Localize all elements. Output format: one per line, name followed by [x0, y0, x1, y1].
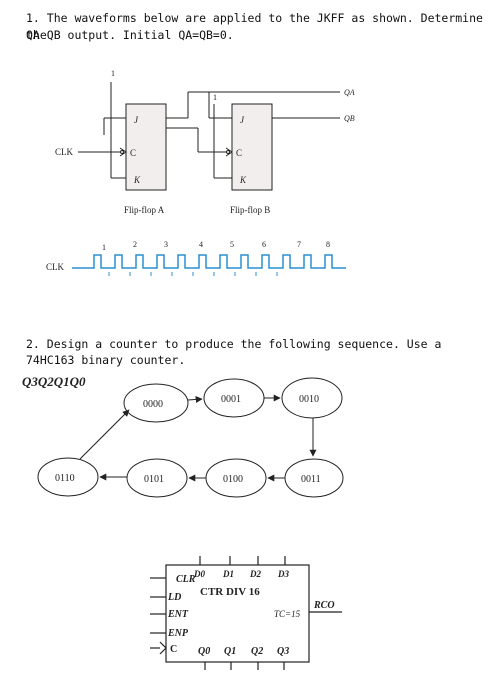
- pulse-number-1: 1: [102, 243, 106, 252]
- ent-label: ENT: [167, 609, 189, 620]
- counter-chip: [150, 556, 342, 670]
- counter-title: CTR DIV 16: [200, 586, 260, 598]
- ff-clk-label: CLK: [55, 147, 74, 157]
- state-0101-ellipse: [126, 458, 188, 498]
- qa-output-label: QA: [344, 88, 355, 97]
- question-1-line-2: QA QB output. Initial QA=QB=0.: [26, 28, 234, 42]
- ff-a-caption: Flip-flop A: [124, 205, 165, 215]
- pulse-number-8: 8: [326, 240, 330, 249]
- tc-label: TC=15: [274, 609, 301, 619]
- d0-label: D0: [193, 569, 205, 579]
- d2-label: D2: [249, 569, 261, 579]
- ff-b-k-label: K: [239, 175, 247, 185]
- q1-label: Q1: [224, 646, 236, 657]
- q3-label: Q3: [277, 646, 289, 657]
- flip-flop-b-box: [231, 103, 273, 191]
- pulse-number-3: 3: [164, 240, 168, 249]
- pulse-number-7: 7: [297, 240, 301, 249]
- state-0001-label: 0001: [221, 394, 241, 405]
- ff-high-label: 1: [111, 69, 115, 78]
- question-2-line-1: 2. Design a counter to produce the follo…: [26, 337, 442, 351]
- rco-label: RCO: [313, 600, 335, 611]
- question-2-line-2: 74HC163 binary counter.: [26, 353, 186, 367]
- state-diagram: [37, 377, 344, 498]
- clock-input-label: C: [170, 644, 177, 655]
- state-0010-label: 0010: [299, 394, 319, 405]
- flip-flop-a-box: [125, 103, 167, 191]
- pulse-number-5: 5: [230, 240, 234, 249]
- ff-a-c-label: C: [130, 148, 136, 158]
- clock-pulse-train: [72, 254, 346, 269]
- state-0101-label: 0101: [144, 474, 164, 485]
- flip-flop-circuit: [78, 82, 340, 191]
- ff-b-c-label: C: [236, 148, 242, 158]
- ff-a-k-label: K: [133, 175, 141, 185]
- state-0000-label: 0000: [143, 399, 163, 410]
- ff-a-j-label: J: [134, 115, 139, 125]
- pulse-number-6: 6: [262, 240, 266, 249]
- qb-output-label: QB: [344, 114, 355, 123]
- ff-high-label-b: 1: [213, 93, 217, 102]
- d1-label: D1: [222, 569, 234, 579]
- state-0011-label: 0011: [301, 474, 321, 485]
- pulse-number-2: 2: [133, 240, 137, 249]
- sequence-label: Q3Q2Q1Q0: [22, 374, 86, 389]
- state-0100-label: 0100: [223, 474, 243, 485]
- q2-label: Q2: [251, 646, 263, 657]
- question-1-line-1: 1. The waveforms below are applied to th…: [26, 11, 483, 42]
- d3-label: D3: [277, 569, 289, 579]
- state-0110-label: 0110: [55, 473, 75, 484]
- pulse-number-4: 4: [199, 240, 203, 249]
- state-0000-ellipse: [123, 383, 189, 423]
- enp-label: ENP: [167, 628, 189, 639]
- waveform-clk-label: CLK: [46, 262, 65, 272]
- ld-label: LD: [167, 592, 181, 603]
- clr-label: CLR: [176, 574, 196, 585]
- ff-b-caption: Flip-flop B: [230, 205, 270, 215]
- q0-label: Q0: [198, 646, 210, 657]
- ff-b-j-label: J: [240, 115, 245, 125]
- state-0110-ellipse: [37, 457, 99, 497]
- state-0010-ellipse: [281, 377, 343, 419]
